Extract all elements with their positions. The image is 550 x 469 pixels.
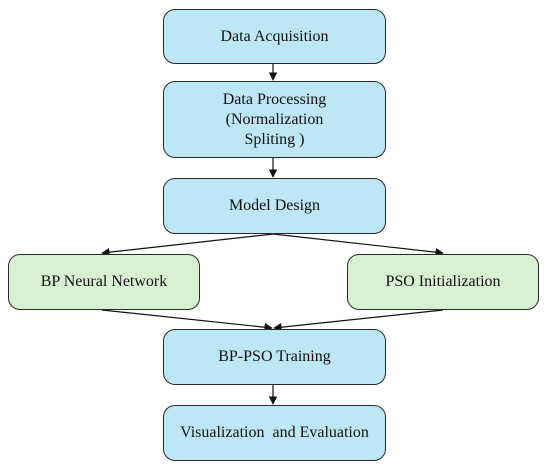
bp-pso-training-box: BP-PSO Training — [163, 329, 386, 385]
data-processing-label-line3: Spliting ) — [244, 130, 305, 148]
data-acquisition-label: Data Acquisition — [220, 27, 329, 45]
arrow-pso-to-training — [273, 309, 444, 332]
arrow-design-to-pso — [272, 233, 444, 257]
data-processing-label-line2: (Normalization — [225, 110, 324, 128]
visualization-evaluation-box: Visualization and Evaluation — [163, 405, 386, 461]
data-processing-box: Data Processing (Normalization Spliting … — [163, 81, 386, 158]
model-design-box: Model Design — [163, 178, 386, 234]
arrow-bp-to-training — [101, 309, 273, 332]
bp-neural-network-box: BP Neural Network — [8, 254, 200, 310]
data-processing-label-line1: Data Processing — [222, 90, 327, 108]
pso-initialization-box: PSO Initialization — [347, 254, 539, 310]
data-acquisition-box: Data Acquisition — [163, 9, 386, 64]
arrow-design-to-bp — [101, 233, 274, 257]
model-design-label: Model Design — [228, 197, 321, 214]
bp-neural-network-label: BP Neural Network — [40, 273, 168, 290]
visualization-evaluation-label: Visualization and Evaluation — [180, 424, 369, 441]
pso-initialization-label: PSO Initialization — [385, 273, 501, 290]
bp-pso-training-label: BP-PSO Training — [218, 348, 331, 365]
